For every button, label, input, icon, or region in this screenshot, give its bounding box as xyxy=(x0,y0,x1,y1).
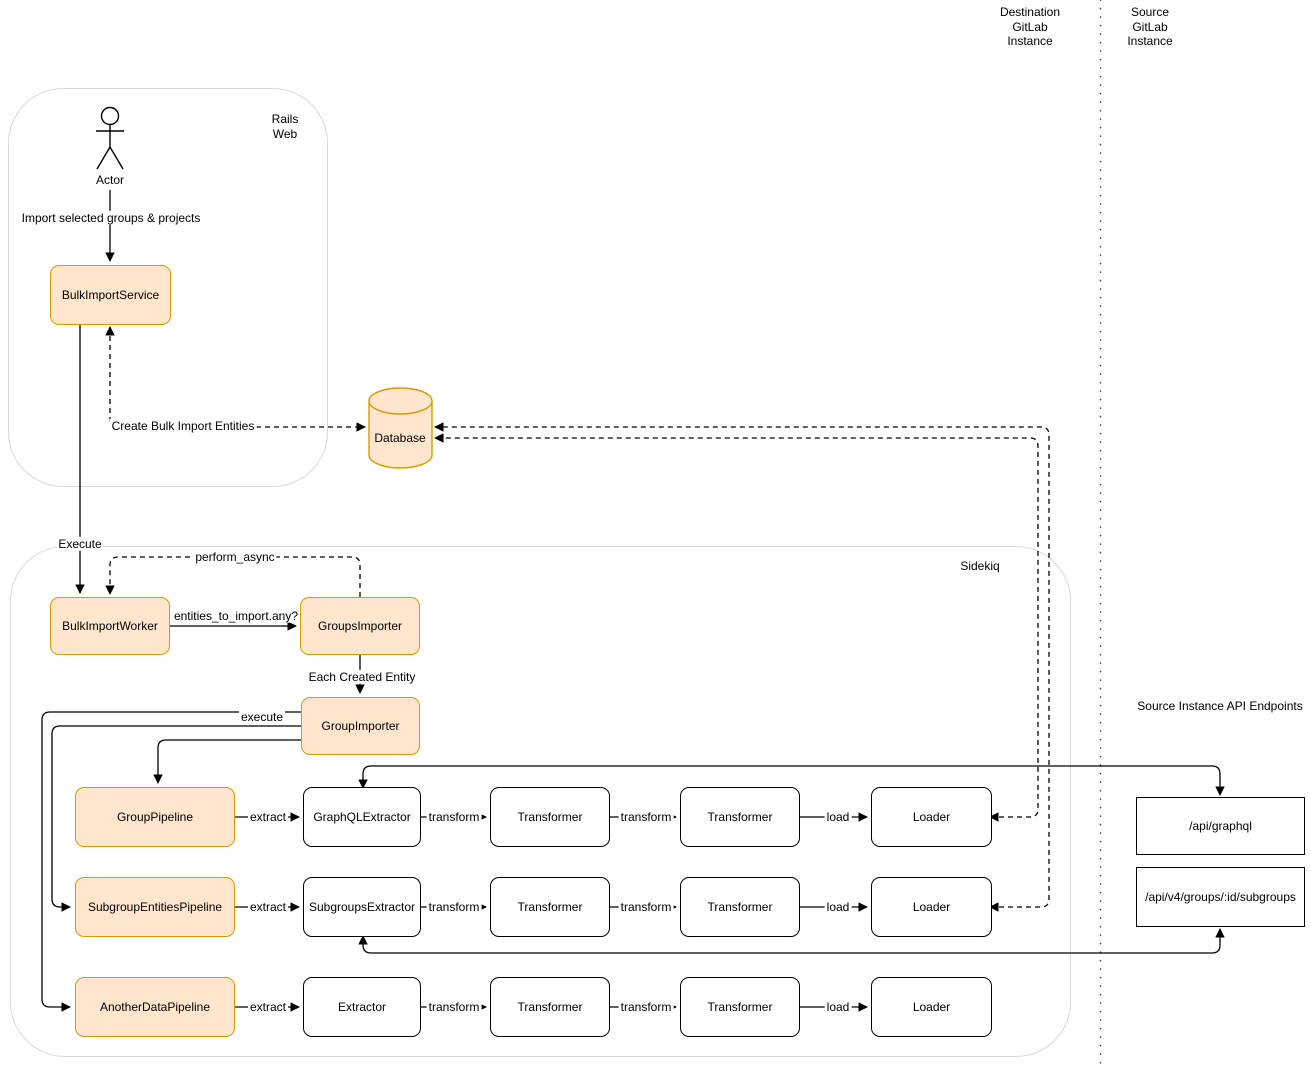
edge-label-entities-to-import-any: entities_to_import.any? xyxy=(171,608,301,624)
database-label: Database xyxy=(374,430,426,445)
source-gitlab-instance-header: Source GitLab Instance xyxy=(1090,5,1210,49)
node-loader-row3: Loader xyxy=(871,977,992,1037)
destination-gitlab-instance-header: Destination GitLab Instance xyxy=(960,5,1100,49)
node-subgroupsextractor: SubgroupsExtractor xyxy=(303,877,421,937)
actor-label: Actor xyxy=(95,172,125,187)
edge-label-transform1-row1: transform xyxy=(426,809,482,825)
destination-header-line: Instance xyxy=(1007,34,1053,49)
node-transformer-row3-b: Transformer xyxy=(680,977,800,1037)
source-header-line: Instance xyxy=(1127,34,1173,49)
node-transformer-row1-b: Transformer xyxy=(680,787,800,847)
edge-loader1-database xyxy=(434,433,1039,822)
edge-subgroupsextractor-to-subgroups-endpoint xyxy=(358,928,1225,954)
node-groupimporter: GroupImporter xyxy=(301,697,420,755)
rails-web-container xyxy=(8,88,328,487)
edge-groupimporter-to-anotherdatapipeline xyxy=(41,711,301,1012)
edge-label-extract-row2: extract xyxy=(247,899,289,915)
node-grouppipeline: GroupPipeline xyxy=(75,787,235,847)
edge-label-transform1-row3: transform xyxy=(426,999,482,1015)
rails-web-container-label: Rails Web xyxy=(271,112,299,141)
edge-label-execute-pipeline: execute xyxy=(238,709,286,725)
edge-label-transform2-row1: transform xyxy=(618,809,674,825)
edge-label-transform2-row3: transform xyxy=(618,999,674,1015)
edge-label-transform2-row2: transform xyxy=(618,899,674,915)
node-loader-row2: Loader xyxy=(871,877,992,937)
edge-label-extract-row3: extract xyxy=(247,999,289,1015)
edge-groupimporter-to-grouppipeline xyxy=(153,739,301,784)
destination-header-line: GitLab xyxy=(1012,19,1048,34)
node-anotherdatapipeline: AnotherDataPipeline xyxy=(75,977,235,1037)
actor-icon xyxy=(96,106,124,170)
api-endpoints-title: Source Instance API Endpoints xyxy=(1137,699,1303,713)
edge-label-extract-row1: extract xyxy=(247,809,289,825)
edge-label-import-selected: Import selected groups & projects xyxy=(19,210,203,226)
database-icon xyxy=(368,387,433,469)
source-header-line: Source xyxy=(1130,5,1170,19)
node-graphqlextractor: GraphQLExtractor xyxy=(303,787,421,847)
node-transformer-row2-a: Transformer xyxy=(490,877,610,937)
source-header-line: GitLab xyxy=(1132,19,1168,34)
node-loader-row1: Loader xyxy=(871,787,992,847)
node-transformer-row1-a: Transformer xyxy=(490,787,610,847)
node-transformer-row3-a: Transformer xyxy=(490,977,610,1037)
node-groupsimporter: GroupsImporter xyxy=(300,597,420,655)
edge-groupimporter-to-subgroupentitiespipeline xyxy=(51,725,301,912)
node-bulkimportservice: BulkImportService xyxy=(50,265,171,325)
edge-label-perform-async: perform_async xyxy=(193,549,277,565)
node-api-subgroups-endpoint: /api/v4/groups/:id/subgroups xyxy=(1136,867,1305,927)
edge-perform-async xyxy=(105,556,361,597)
edge-label-create-bulk-import-entities: Create Bulk Import Entities xyxy=(109,418,257,434)
node-subgroupentitiespipeline: SubgroupEntitiesPipeline xyxy=(75,877,235,937)
node-api-graphql-endpoint: /api/graphql xyxy=(1136,797,1305,855)
sidekiq-container-label: Sidekiq xyxy=(960,558,1000,573)
edge-label-load-row2: load xyxy=(824,899,852,915)
edge-label-transform1-row2: transform xyxy=(426,899,482,915)
edge-label-load-row3: load xyxy=(824,999,852,1015)
edge-create-bulk-import-entities xyxy=(105,326,366,432)
edge-label-each-created-entity: Each Created Entity xyxy=(306,669,418,685)
node-bulkimportworker: BulkImportWorker xyxy=(50,597,170,655)
node-transformer-row2-b: Transformer xyxy=(680,877,800,937)
destination-header-line: Destination xyxy=(999,5,1061,19)
edge-label-execute: Execute xyxy=(56,536,104,552)
node-extractor: Extractor xyxy=(303,977,421,1037)
edge-label-load-row1: load xyxy=(824,809,852,825)
